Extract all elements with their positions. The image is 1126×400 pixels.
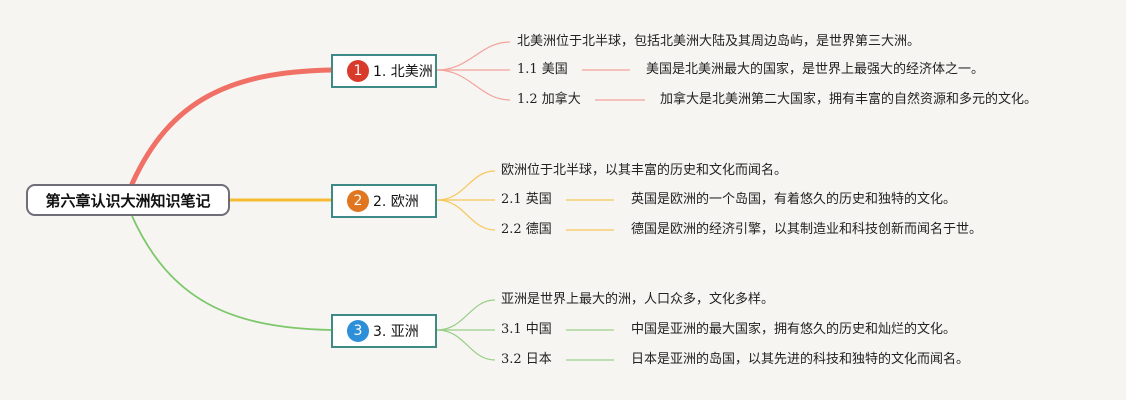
item-text-germany[interactable]: 德国是欧洲的经济引擎，以其制造业和科技创新而闻名于世。 — [631, 222, 983, 237]
item-label-uk[interactable]: 2.1 英国 — [501, 192, 552, 207]
connectors-branch-1 — [436, 41, 645, 101]
connector-root-branch-1 — [129, 67, 334, 187]
item-text-uk[interactable]: 英国是欧洲的一个岛国，有着悠久的历史和独特的文化。 — [631, 192, 957, 207]
branch-europe[interactable]: 2 2. 欧洲 — [331, 184, 437, 218]
item-label-germany[interactable]: 2.2 德国 — [501, 222, 552, 237]
item-label-china[interactable]: 3.1 中国 — [501, 322, 552, 337]
summary-north-america[interactable]: 北美洲位于北半球，包括北美洲大陆及其周边岛屿，是世界第三大洲。 — [517, 34, 921, 49]
branch-label: 1. 北美洲 — [373, 64, 433, 80]
connectors-branch-2 — [436, 170, 614, 231]
summary-asia[interactable]: 亚洲是世界上最大的洲，人口众多，文化多样。 — [501, 292, 775, 307]
root-topic[interactable]: 第六章认识大洲知识笔记 — [26, 184, 230, 216]
item-label-canada[interactable]: 1.2 加拿大 — [517, 92, 581, 107]
item-text-usa[interactable]: 美国是北美洲最大的国家，是世界上最强大的经济体之一。 — [646, 62, 985, 77]
badge-3: 3 — [347, 320, 369, 342]
root-title: 第六章认识大洲知识笔记 — [45, 191, 211, 210]
branch-north-america[interactable]: 1 1. 北美洲 — [331, 54, 437, 88]
summary-europe[interactable]: 欧洲位于北半球，以其丰富的历史和文化而闻名。 — [501, 163, 788, 178]
badge-2: 2 — [347, 190, 369, 212]
badge-1: 1 — [347, 60, 369, 82]
connectors-branch-3 — [436, 299, 614, 361]
branch-label: 3. 亚洲 — [373, 324, 419, 340]
branch-asia[interactable]: 3 3. 亚洲 — [331, 314, 437, 348]
item-label-japan[interactable]: 3.2 日本 — [501, 352, 552, 367]
item-text-china[interactable]: 中国是亚洲的最大国家，拥有悠久的历史和灿烂的文化。 — [631, 322, 957, 337]
item-label-usa[interactable]: 1.1 美国 — [517, 62, 568, 77]
item-text-canada[interactable]: 加拿大是北美洲第二大国家，拥有丰富的自然资源和多元的文化。 — [660, 92, 1038, 107]
connector-root-branch-3 — [131, 215, 332, 331]
item-text-japan[interactable]: 日本是亚洲的岛国，以其先进的科技和独特的文化而闻名。 — [631, 352, 970, 367]
branch-label: 2. 欧洲 — [373, 194, 419, 210]
